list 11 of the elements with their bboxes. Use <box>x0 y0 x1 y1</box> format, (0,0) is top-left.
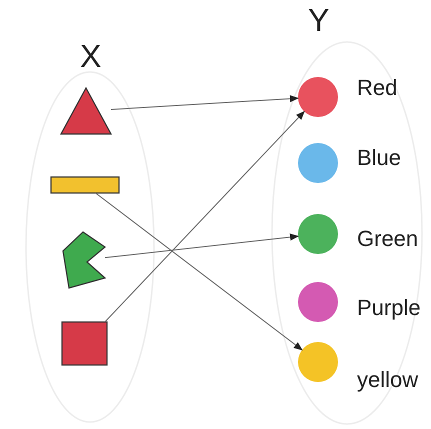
arrow <box>95 192 303 350</box>
color-name: Red <box>357 76 398 100</box>
color-name: yellow <box>357 368 418 392</box>
set-heading: Y <box>308 4 330 36</box>
color-name: Blue <box>357 146 402 170</box>
arrow <box>110 95 299 110</box>
color-name: Purple <box>357 296 421 320</box>
set-heading: X <box>80 40 102 72</box>
arrow <box>104 234 300 258</box>
arrow <box>104 110 305 322</box>
color-name: Green <box>357 227 418 252</box>
